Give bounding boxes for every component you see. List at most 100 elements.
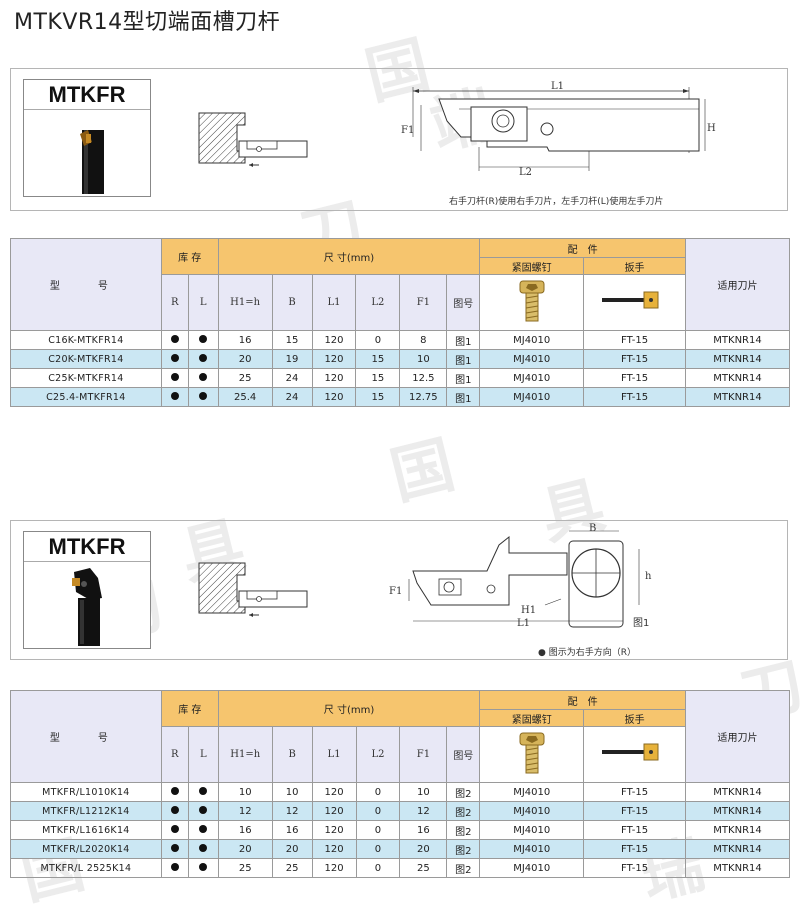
cell-wrench: FT-15 xyxy=(583,368,687,388)
dim-L1-2: L1 xyxy=(517,618,530,629)
cell-screw: MJ4010 xyxy=(479,858,585,878)
cell-L2: 0 xyxy=(355,330,401,350)
wrench-icon xyxy=(601,291,659,309)
cell-R xyxy=(160,330,189,350)
cell-h: 10 xyxy=(217,782,273,802)
fit-insert-header: 适用刀片 xyxy=(685,690,790,783)
cell-fig: 图2 xyxy=(446,858,481,878)
cell-L1: 120 xyxy=(311,858,357,878)
col-R: R xyxy=(160,726,189,783)
cell-B: 24 xyxy=(271,387,313,407)
workpiece-diagram-1 xyxy=(198,112,308,167)
cell-screw: MJ4010 xyxy=(479,349,585,369)
wrench-header: 扳手 xyxy=(583,257,687,275)
cell-wrench: FT-15 xyxy=(583,349,687,369)
stock-dot xyxy=(199,805,208,814)
fit-insert-header: 适用刀片 xyxy=(685,238,790,331)
cell-wrench: FT-15 xyxy=(583,820,687,840)
workpiece-diagram-2 xyxy=(198,562,308,617)
dim-H: H xyxy=(707,123,716,134)
cell-L2: 0 xyxy=(355,801,401,821)
section2-panel: MTKFR B xyxy=(10,520,788,660)
screw-image xyxy=(479,726,585,783)
cell-F1: 12.75 xyxy=(399,387,448,407)
cell-L xyxy=(187,801,219,821)
cell-fig: 图2 xyxy=(446,782,481,802)
cell-B: 15 xyxy=(271,330,313,350)
cell-model: C16K-MTKFR14 xyxy=(10,330,162,350)
size-header: 尺 寸(mm) xyxy=(217,690,481,727)
stock-dot xyxy=(170,824,179,833)
cell-screw: MJ4010 xyxy=(479,368,585,388)
cell-insert: MTKNR14 xyxy=(685,858,790,878)
cell-B: 20 xyxy=(271,839,313,859)
wrench-image xyxy=(583,274,687,331)
cell-insert: MTKNR14 xyxy=(685,801,790,821)
cell-L1: 120 xyxy=(311,801,357,821)
cell-F1: 12 xyxy=(399,801,448,821)
col-L: L xyxy=(187,274,219,331)
tool-photo-2 xyxy=(24,562,150,648)
cell-B: 16 xyxy=(271,820,313,840)
stock-dot xyxy=(170,862,179,871)
cell-model: MTKFR/L1212K14 xyxy=(10,801,162,821)
stock-dot xyxy=(170,786,179,795)
cell-R xyxy=(160,387,189,407)
cell-model: C20K-MTKFR14 xyxy=(10,349,162,369)
col-h: H1=h xyxy=(217,274,273,331)
cell-model: C25.4-MTKFR14 xyxy=(10,387,162,407)
cell-L xyxy=(187,839,219,859)
cell-B: 25 xyxy=(271,858,313,878)
cell-wrench: FT-15 xyxy=(583,858,687,878)
cell-F1: 16 xyxy=(399,820,448,840)
wrench-header: 扳手 xyxy=(583,709,687,727)
cell-wrench: FT-15 xyxy=(583,782,687,802)
section1-model-box: MTKFR xyxy=(23,79,151,197)
cell-L2: 0 xyxy=(355,858,401,878)
cell-insert: MTKNR14 xyxy=(685,349,790,369)
cell-R xyxy=(160,839,189,859)
cell-screw: MJ4010 xyxy=(479,801,585,821)
cell-model: MTKFR/L1616K14 xyxy=(10,820,162,840)
cell-F1: 8 xyxy=(399,330,448,350)
cell-wrench: FT-15 xyxy=(583,387,687,407)
section1-model-label: MTKFR xyxy=(24,80,150,110)
cell-fig: 图1 xyxy=(446,330,481,350)
cell-F1: 25 xyxy=(399,858,448,878)
cell-B: 24 xyxy=(271,368,313,388)
stock-dot xyxy=(170,353,179,362)
col-L2: L2 xyxy=(355,274,401,331)
stock-dot xyxy=(199,372,208,381)
section2-note: ● 图示为右手方向（R） xyxy=(538,648,636,658)
cell-L2: 15 xyxy=(355,387,401,407)
cell-fig: 图1 xyxy=(446,349,481,369)
cell-L2: 0 xyxy=(355,820,401,840)
col-fig: 图号 xyxy=(446,726,481,783)
tool-photo-1 xyxy=(24,110,150,196)
stock-dot xyxy=(170,843,179,852)
cell-insert: MTKNR14 xyxy=(685,330,790,350)
cell-wrench: FT-15 xyxy=(583,801,687,821)
cell-L1: 120 xyxy=(311,387,357,407)
tool-dimension-diagram-2: B F1 h H1 L1 图1 xyxy=(389,523,652,629)
stock-dot xyxy=(170,391,179,400)
cell-L1: 120 xyxy=(311,782,357,802)
col-F1: F1 xyxy=(399,726,448,783)
cell-fig: 图2 xyxy=(446,820,481,840)
cell-L2: 0 xyxy=(355,839,401,859)
screw-image xyxy=(479,274,585,331)
cell-screw: MJ4010 xyxy=(479,820,585,840)
stock-dot xyxy=(199,786,208,795)
screw-icon xyxy=(519,280,545,322)
watermark: 国 xyxy=(383,427,462,514)
col-L2: L2 xyxy=(355,726,401,783)
cell-wrench: FT-15 xyxy=(583,839,687,859)
cell-R xyxy=(160,782,189,802)
stock-dot xyxy=(170,372,179,381)
cell-fig: 图2 xyxy=(446,801,481,821)
cell-wrench: FT-15 xyxy=(583,330,687,350)
